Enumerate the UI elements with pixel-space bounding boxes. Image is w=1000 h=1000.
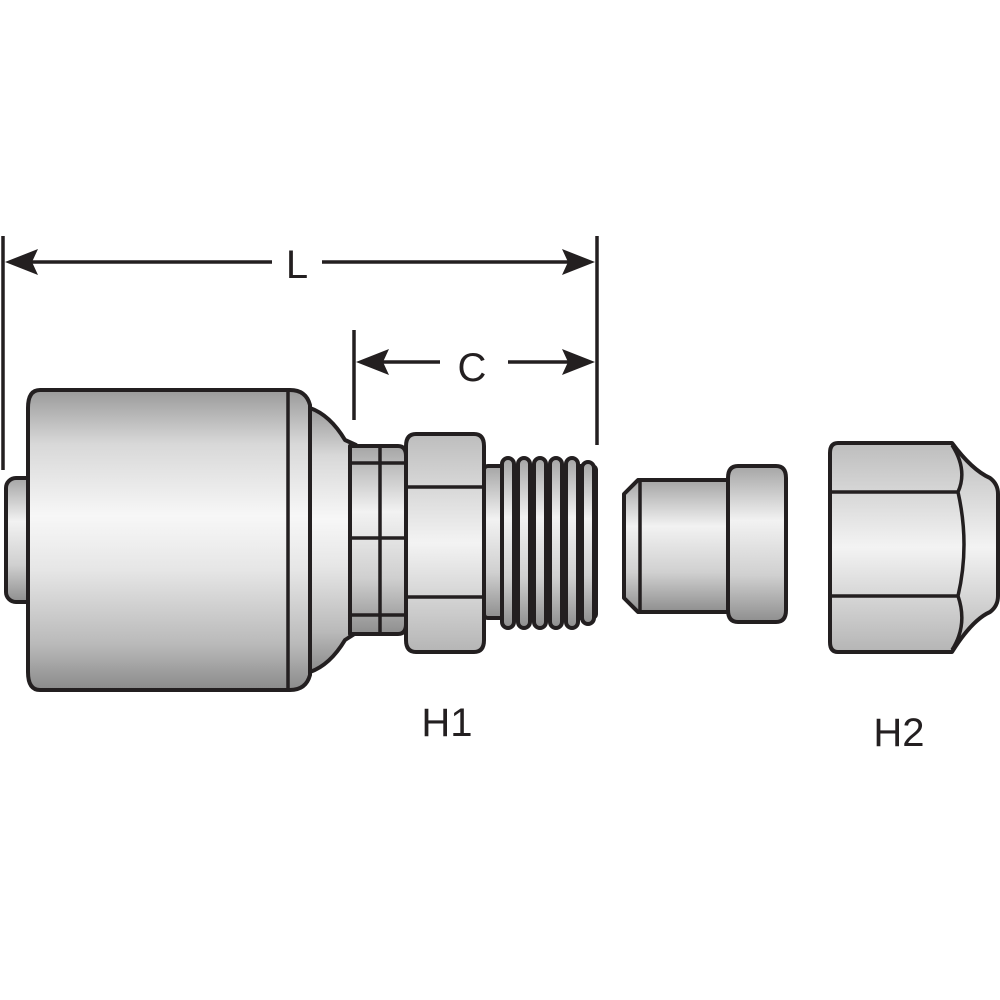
- swivel-nut-h2: H2: [828, 441, 1000, 755]
- thread-ridge: [532, 456, 548, 630]
- dimension-C: C: [352, 330, 595, 420]
- hex-nut-h1: [404, 432, 486, 654]
- thread-ridge: [516, 456, 532, 630]
- arrowhead-left-icon: [5, 249, 38, 275]
- thread-ridge: [548, 456, 564, 630]
- sleeve-collar: [726, 464, 788, 624]
- arrowhead-c-left-icon: [356, 349, 389, 375]
- ferrule-shell: [26, 388, 312, 692]
- arrowhead-right-icon: [562, 249, 595, 275]
- hex-2-label: H2: [873, 711, 924, 755]
- thread-ridge: [580, 460, 596, 626]
- thread-ridges: [500, 456, 596, 630]
- hex-1-label: H1: [421, 701, 472, 745]
- arrowhead-c-right-icon: [562, 349, 595, 375]
- hose-fitting: H1: [4, 388, 598, 745]
- hex-h2-chamfer: [950, 444, 966, 651]
- cut-off-label: C: [458, 346, 487, 390]
- compression-sleeve: [622, 464, 788, 624]
- length-label: L: [286, 243, 308, 287]
- thread-ridge: [500, 456, 516, 630]
- hex-nut-h2: [828, 441, 1000, 654]
- thread-ridge: [564, 456, 580, 630]
- collar-ring: [348, 444, 408, 636]
- dimension-L: L: [1, 236, 599, 470]
